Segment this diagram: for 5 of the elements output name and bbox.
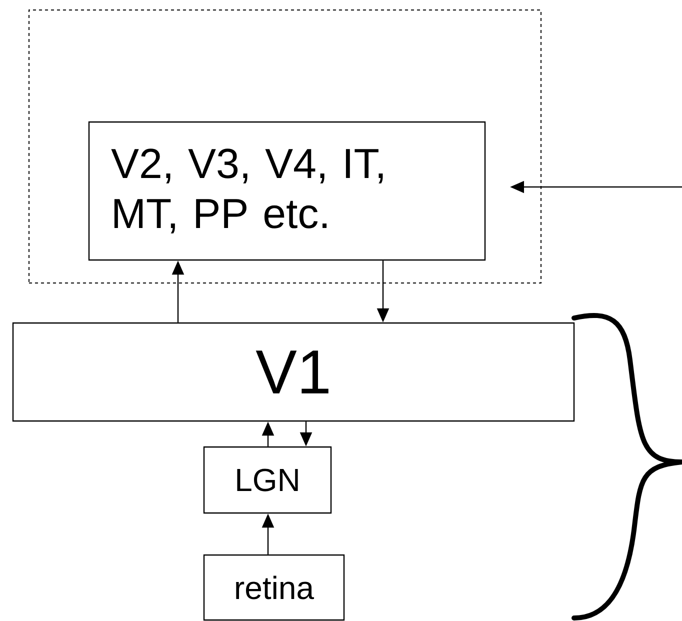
area-box: LGN [203, 446, 332, 514]
area-box: V1 [12, 322, 575, 422]
dashed-group-box [28, 10, 542, 284]
area-box: V2, V3, V4, IT, MT, PP etc. [88, 121, 486, 261]
area-box: retina [203, 554, 345, 621]
